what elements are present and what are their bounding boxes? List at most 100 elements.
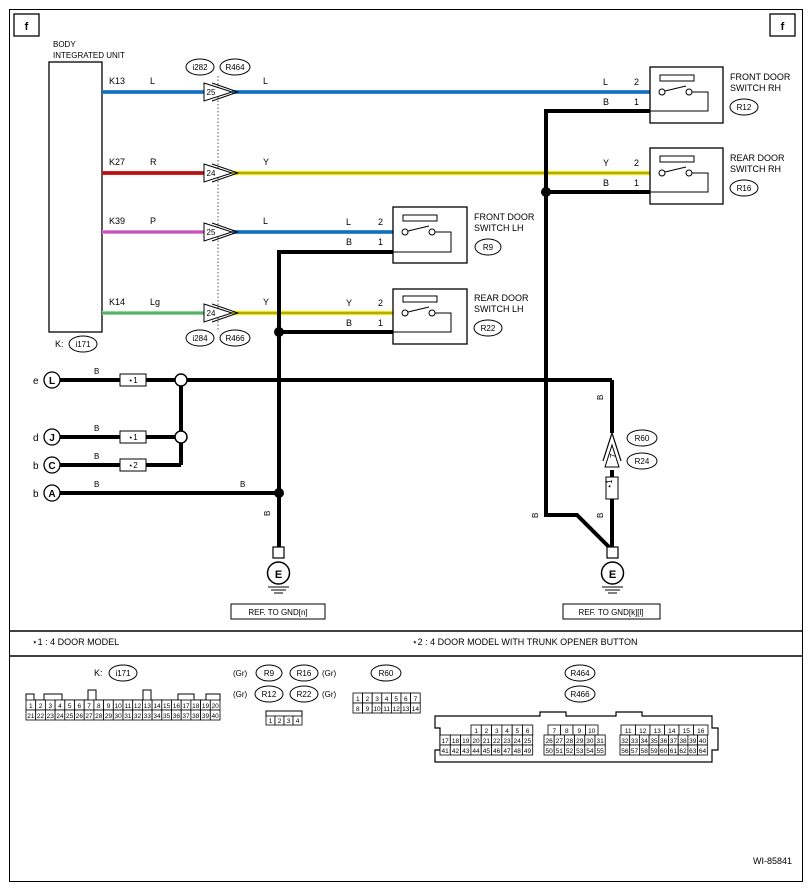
connector-big-c-row2-pin-label: 38 [679,738,687,745]
feed-c-star-box [119,458,147,472]
connector-big-c-row2-pin-label: 32 [621,738,629,745]
connector-big-a-row1-pin-label: 2 [485,728,489,735]
connector-r60-row2-pin-label: 8 [356,706,360,713]
connector-r60-label: R60 [379,669,394,678]
connector-big-a-row3-pin-label: 48 [514,748,522,755]
connector-i171-row2-pin-label: 34 [153,713,161,720]
feed-c: b C B ⋆2 [33,452,147,474]
switch-front-rh-name2: SWITCH RH [730,83,781,93]
connector-big-a-row2-pin-label: 20 [472,738,480,745]
connector-r60-row1-pin-label: 6 [404,696,408,703]
bcm-conn-badge [68,335,98,353]
connector-big-a-row1-pin-label: 1 [474,728,478,735]
connector-big-b-row1-pin-label: 9 [577,728,581,735]
connector-r60-row2-pin-label: 10 [373,706,381,713]
feed-l-star-box [119,373,147,387]
switch-front-lh-contact [407,225,430,232]
switch-rear-lh-terminal-b [428,309,436,317]
splice-feed-a [274,488,284,498]
connector-big-a-row2-pin-label: 22 [493,738,501,745]
connector-i171-row2-pin-label: 32 [134,713,142,720]
switch-rear-rh-p2: 2 [634,158,639,168]
connector-i171-row1-pin-label: 11 [124,703,131,710]
wire-k13-color-out: L [263,76,268,86]
wire-k14-connector [203,303,234,323]
switch-front-lh-name2: SWITCH LH [474,223,524,233]
conn-sw-pin-label: 3 [287,718,291,725]
switch-front-lh: L 2 B 1 FRONT DOOR SWITCH LH R9 [346,206,535,264]
connector-i171-row1-pin-label: 20 [212,703,220,710]
switch-front-rh: L 2 B 1 FRONT DOOR SWITCH RH R12 [603,66,791,124]
connector-big-c-row3-pin-label: 57 [631,748,639,755]
switch-front-rh-name1: FRONT DOOR [730,72,791,82]
wire-k13-connector-outline [211,82,240,102]
connector-big-c-row3-pin-label: 56 [621,748,629,755]
connector-i171-row1-pin-label: 4 [58,703,62,710]
ground-right-terminal [606,546,619,559]
feed-j-wire-color: B [94,424,99,433]
ground-right-ref-box [562,603,661,620]
switch-rear-lh-contact [407,306,430,313]
feed-l-prefix: e [33,376,39,387]
switch-rear-rh-name2: SWITCH RH [730,164,781,174]
switch-rear-lh-w2: Y [346,298,352,308]
connector-i171-row2-pin-label: 33 [144,713,152,720]
switch-front-lh-p2: 2 [378,217,383,227]
connector-big-a-row3-pin-label: 46 [493,748,501,755]
switch-rear-lh-plunger [402,295,438,303]
switch-rear-lh-internal [393,312,452,333]
right-ground-star: ⋆1 [605,479,614,489]
connector-big-c-row2-pin-label: 33 [631,738,639,745]
wire-k13-pin-no: 25 [207,88,216,97]
connector-big-c-row2-pin-label: 35 [650,738,658,745]
connector-i171-badge [108,664,138,682]
connector-big-b-row3-pin-label: 53 [576,748,584,755]
wire-k27-connector [203,163,234,183]
ground-left-ref: REF. TO GND[n] [248,608,307,617]
connector-i171-row2-pin-label: 40 [212,713,220,720]
ground-left-wire: B [263,511,272,516]
switch-rear-rh: Y 2 B 1 REAR DOOR SWITCH RH R16 [603,147,785,205]
connector-r466-badge [564,685,596,703]
switch-rear-lh-conn: R22 [481,324,496,333]
connector-i171-row1-pin-label: 9 [107,703,111,710]
right-ground-wire-b1: B [531,513,540,518]
right-ground-connector: B 7 R60 R24 ⋆1 B B [531,395,658,518]
connector-big-a-row3-pin-label: 44 [472,748,480,755]
connector-i171-row1-pin-label: 3 [48,703,52,710]
wire-k39-connector-outline [211,222,240,242]
connector-r60-row1-pin-label: 4 [385,696,389,703]
connector-r60-row1-pin-label: 1 [356,696,360,703]
switch-front-lh-w1: B [346,237,352,247]
feed-a-circle [43,484,61,502]
switch-front-rh-plunger [659,74,695,82]
connector-big-c-row3-pin-label: 60 [660,748,668,755]
switch-rear-rh-w1: B [603,178,609,188]
switch-rear-rh-contact [664,166,687,173]
switch-rear-rh-terminal-a [658,169,666,177]
connector-big-a-row3-pin-label: 43 [462,748,470,755]
connector-big-b-row3-pin-label: 51 [556,748,564,755]
inline-conn-top1: i282 [192,63,208,72]
figure-id: WI-85841 [753,856,792,866]
switch-front-lh-w2: L [346,217,351,227]
connector-i171-row2-pin-label: 26 [76,713,84,720]
bcm-box [48,61,103,333]
connector-r60-row2-pin-label: 13 [402,706,410,713]
conn-sw-badge-1 [255,664,283,682]
conn-sw-label-1: R9 [264,669,275,678]
switch-rear-lh-p2: 2 [378,298,383,308]
connector-i171-row2-pin-label: 38 [192,713,200,720]
switch-rear-lh-terminal-a [401,309,409,317]
ground-left-symbol: E [275,569,282,581]
connector-i171-label: i171 [115,669,131,678]
ground-harness [60,109,650,550]
switch-front-lh-conn: R9 [483,243,494,252]
connector-big-a-row2-pin-label: 19 [462,738,470,745]
connector-big-c-row2-pin-label: 40 [699,738,707,745]
